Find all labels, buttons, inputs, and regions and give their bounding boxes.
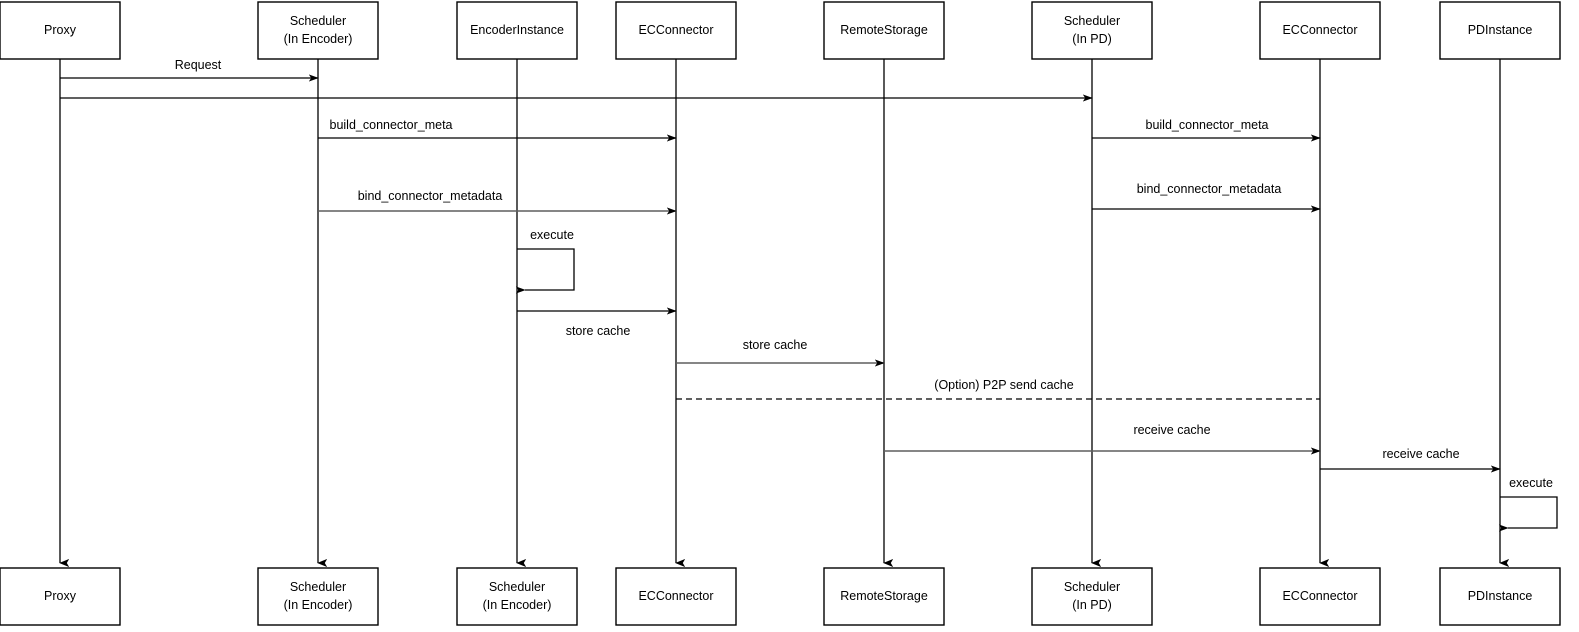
self-message-label-self-execute-pd: execute xyxy=(1509,476,1553,490)
participant-bottom-box-sched-pd-b[interactable] xyxy=(1031,567,1153,626)
participant-bottom-label-proxy-b-line-0: Proxy xyxy=(44,589,77,603)
participant-bottom-label-sched-enc-b2-line-0: Scheduler xyxy=(489,580,545,594)
message-label-msg-store-cache-enc: store cache xyxy=(566,324,631,338)
participant-top-box-sched-pd[interactable] xyxy=(1031,1,1153,60)
participant-top-box-ec-conn-right[interactable] xyxy=(1259,1,1381,60)
participant-bottom-label-ec-conn-left-b-line-0: ECConnector xyxy=(638,589,713,603)
lifelines-group xyxy=(59,59,1510,568)
participant-bottom-label-sched-enc-b-line-1: (In Encoder) xyxy=(284,598,353,612)
participant-top-label-sched-enc-line-1: (In Encoder) xyxy=(284,32,353,46)
participant-bottom-label-sched-enc-b-line-0: Scheduler xyxy=(290,580,346,594)
participant-top-label-encoder-inst-line-0: EncoderInstance xyxy=(470,23,564,37)
participant-bottom-box-proxy-b[interactable] xyxy=(0,567,121,626)
message-label-msg-receive-cache-ec: receive cache xyxy=(1133,423,1210,437)
message-label-msg-build-conn-meta-l: build_connector_meta xyxy=(330,118,453,132)
participant-top-box-pd-instance[interactable] xyxy=(1439,1,1561,60)
participant-bottom-box-sched-enc-b2[interactable] xyxy=(456,567,578,626)
message-label-msg-bind-conn-meta-l: bind_connector_metadata xyxy=(358,189,503,203)
participant-top-label-sched-pd-line-1: (In PD) xyxy=(1072,32,1112,46)
participant-top-box-encoder-inst[interactable] xyxy=(456,1,578,60)
self-message-loop-self-execute-pd xyxy=(1498,496,1558,532)
participant-top-box-remote-store[interactable] xyxy=(823,1,945,60)
self-messages-group: execute execute xyxy=(515,228,1558,532)
participants-bottom-group: Proxy Scheduler (In Encoder) Scheduler (In E… xyxy=(0,567,1561,626)
message-label-msg-request: Request xyxy=(175,58,222,72)
participant-bottom-label-sched-pd-b-line-0: Scheduler xyxy=(1064,580,1120,594)
message-label-msg-bind-conn-meta-r: bind_connector_metadata xyxy=(1137,182,1282,196)
participant-top-label-ec-conn-right-line-0: ECConnector xyxy=(1282,23,1357,37)
message-label-msg-build-conn-meta-r: build_connector_meta xyxy=(1146,118,1269,132)
participant-top-label-ec-conn-left-line-0: ECConnector xyxy=(638,23,713,37)
message-label-msg-store-cache-remote: store cache xyxy=(743,338,808,352)
message-label-msg-p2p-send-cache: (Option) P2P send cache xyxy=(934,378,1073,392)
participant-top-label-sched-enc-line-0: Scheduler xyxy=(290,14,346,28)
participant-top-label-proxy-line-0: Proxy xyxy=(44,23,77,37)
participant-top-box-sched-enc[interactable] xyxy=(257,1,379,60)
message-label-msg-receive-cache-pd: receive cache xyxy=(1382,447,1459,461)
participant-bottom-box-ec-conn-right-b[interactable] xyxy=(1259,567,1381,626)
participant-bottom-box-sched-enc-b[interactable] xyxy=(257,567,379,626)
messages-group: Request build_connector_meta build_connect… xyxy=(60,58,1501,473)
participant-bottom-box-pd-instance-b[interactable] xyxy=(1439,567,1561,626)
participant-bottom-label-ec-conn-right-b-line-0: ECConnector xyxy=(1282,589,1357,603)
participant-bottom-label-remote-store-b-line-0: RemoteStorage xyxy=(840,589,928,603)
participants-top-group: Proxy Scheduler (In Encoder) EncoderInstanc… xyxy=(0,1,1561,60)
participant-bottom-label-sched-pd-b-line-1: (In PD) xyxy=(1072,598,1112,612)
participant-top-label-remote-store-line-0: RemoteStorage xyxy=(840,23,928,37)
participant-top-label-pd-instance-line-0: PDInstance xyxy=(1468,23,1533,37)
participant-bottom-box-remote-store-b[interactable] xyxy=(823,567,945,626)
participant-bottom-box-ec-conn-left-b[interactable] xyxy=(615,567,737,626)
participant-top-label-sched-pd-line-0: Scheduler xyxy=(1064,14,1120,28)
participant-bottom-label-sched-enc-b2-line-1: (In Encoder) xyxy=(483,598,552,612)
participant-top-box-proxy[interactable] xyxy=(0,1,121,60)
self-message-label-self-execute-encoder: execute xyxy=(530,228,574,242)
self-message-loop-self-execute-encoder xyxy=(515,248,575,294)
participant-bottom-label-pd-instance-b-line-0: PDInstance xyxy=(1468,589,1533,603)
participant-top-box-ec-conn-left[interactable] xyxy=(615,1,737,60)
